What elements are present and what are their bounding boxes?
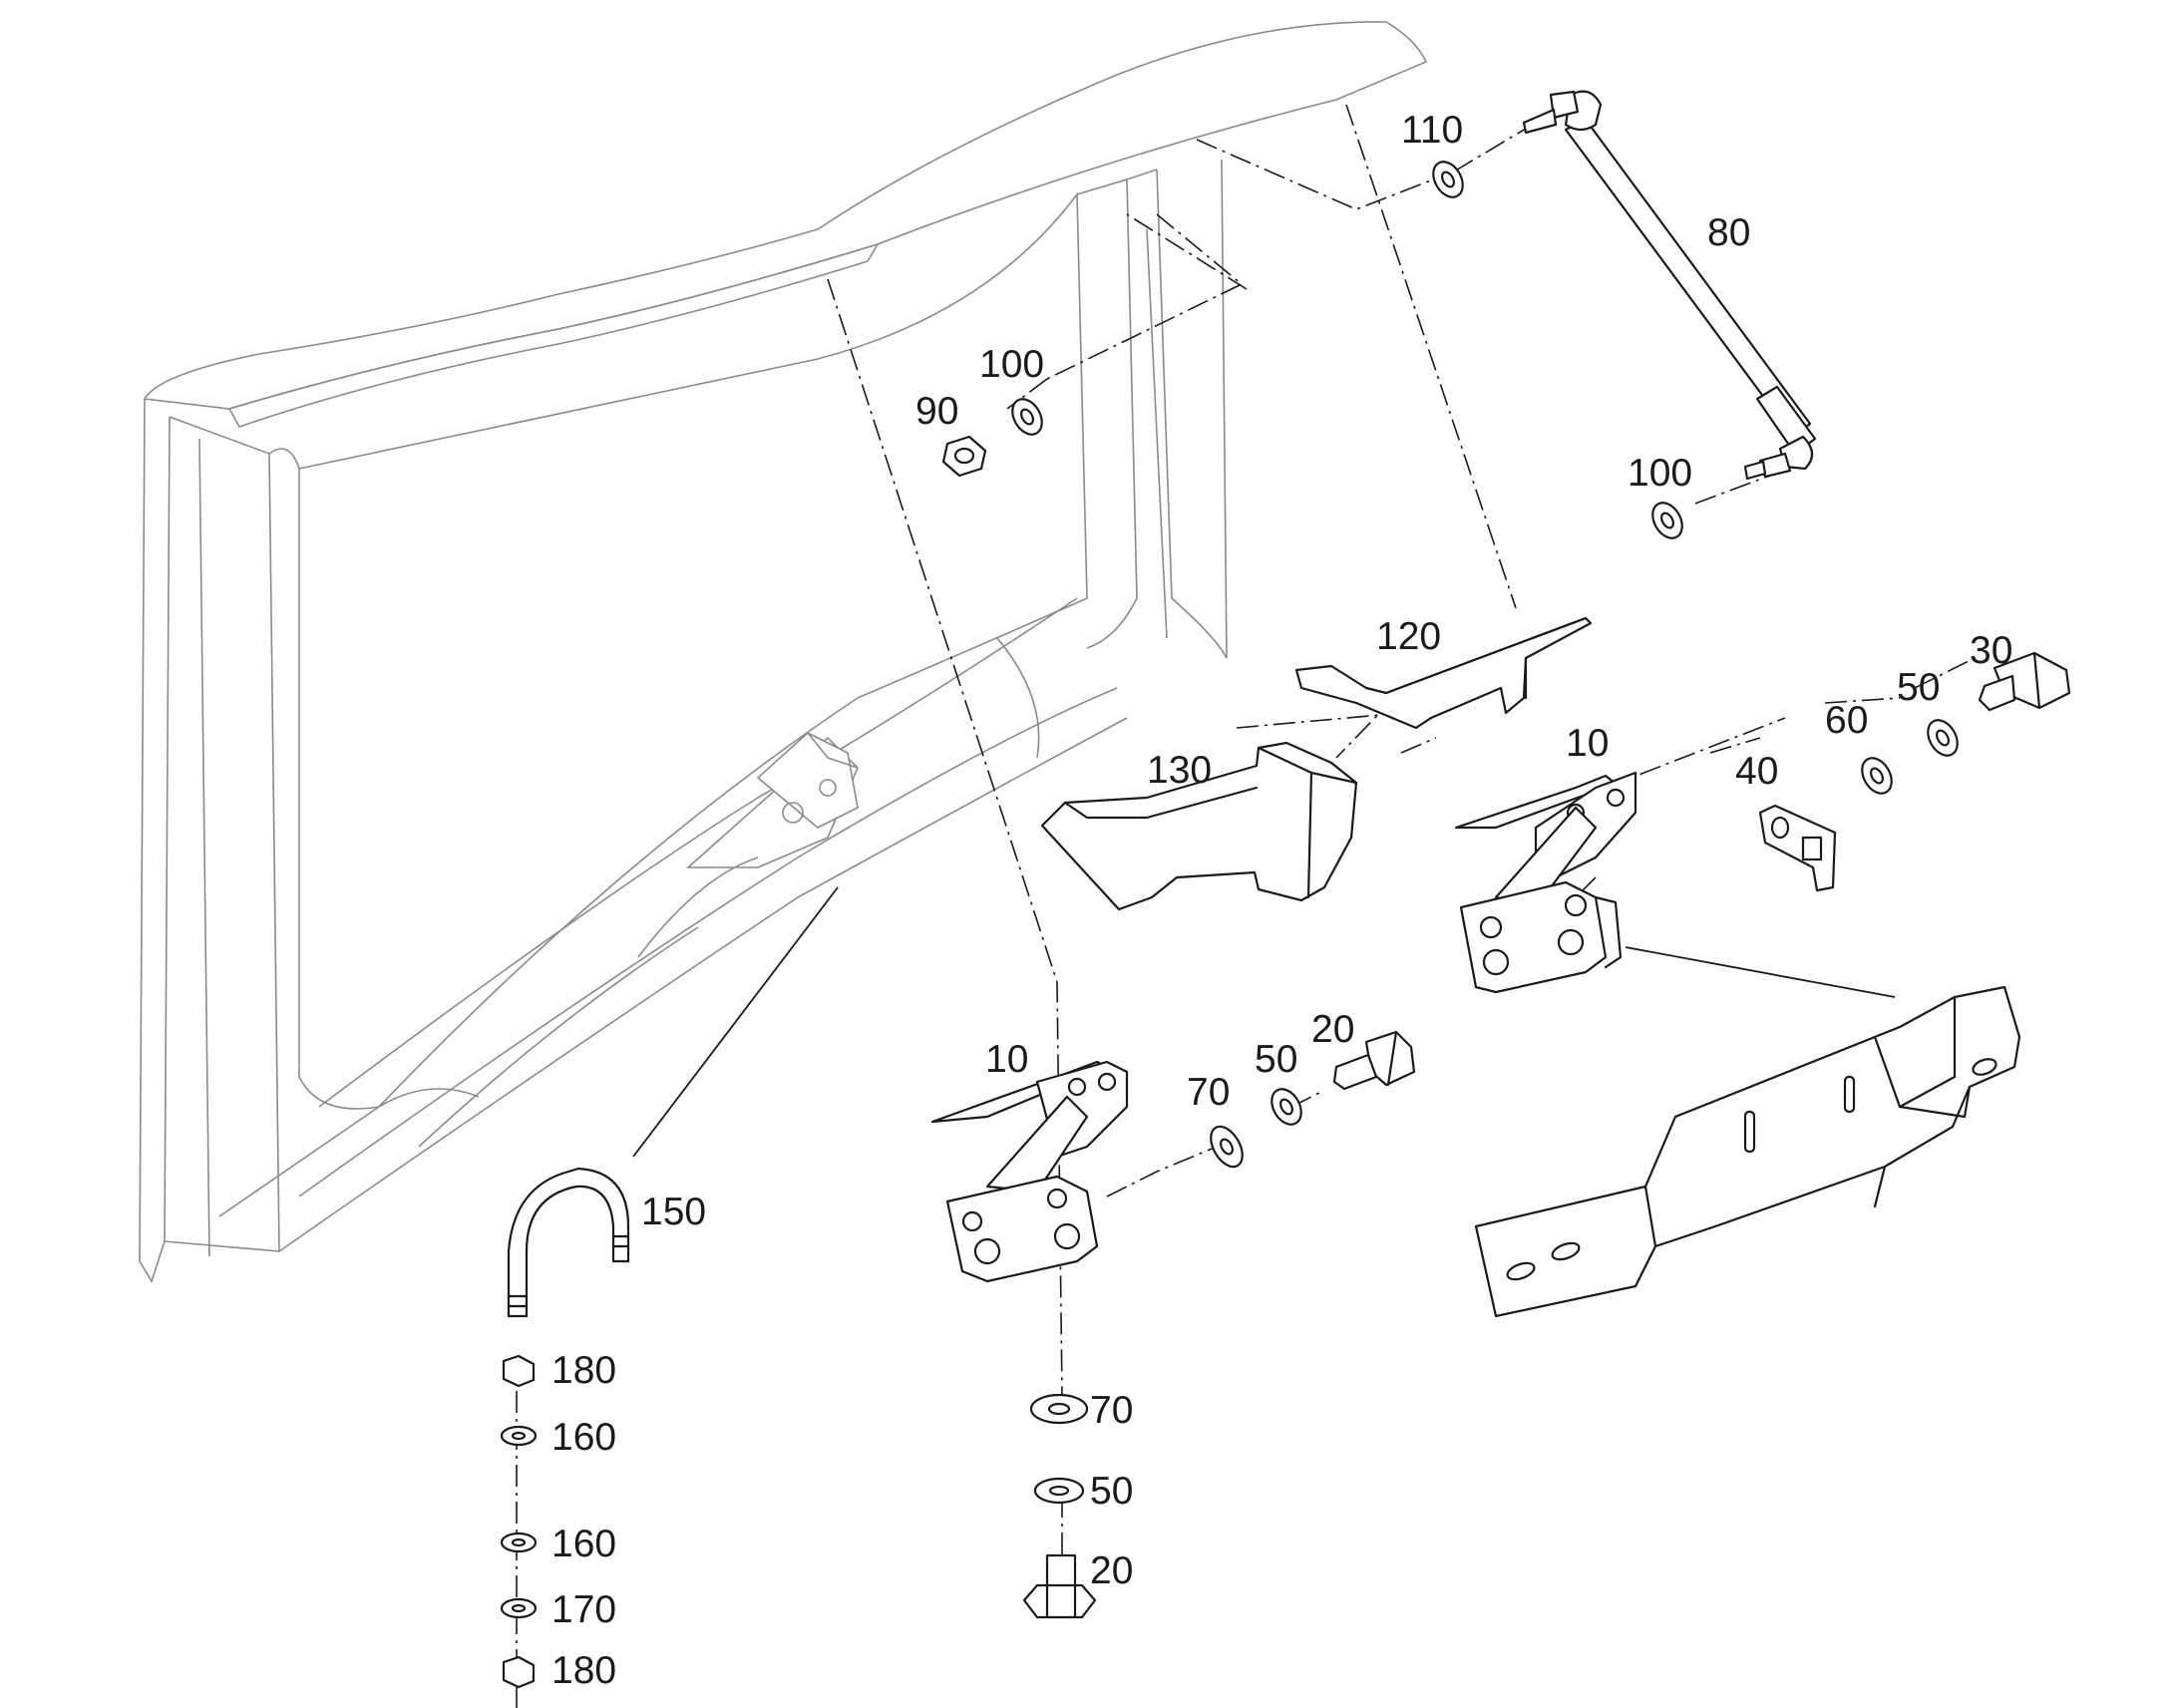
bolt-20-top — [1332, 1030, 1416, 1091]
washer-60 — [1861, 757, 1893, 795]
callout-100-right: 100 — [1628, 452, 1692, 495]
callout-130: 130 — [1147, 749, 1212, 792]
nut-180-top — [502, 1354, 536, 1388]
washer-160-bottom — [500, 1532, 538, 1553]
plate-40 — [1758, 804, 1837, 892]
nut-180-bottom — [502, 1655, 536, 1689]
washer-170 — [500, 1597, 538, 1619]
callout-110: 110 — [1401, 109, 1463, 152]
callout-40: 40 — [1735, 750, 1778, 793]
washer-50-mid — [1271, 1088, 1302, 1126]
callout-10-center: 10 — [985, 1038, 1028, 1081]
block-130 — [1040, 741, 1358, 911]
callout-80: 80 — [1707, 211, 1750, 254]
callout-180-top: 180 — [551, 1349, 616, 1392]
callout-50-mid: 50 — [1255, 1038, 1297, 1081]
washer-50-bottom — [1033, 1477, 1085, 1505]
bracket-120 — [1294, 616, 1593, 730]
mounting-bracket — [1474, 946, 2021, 1318]
callouts: 110 80 100 90 100 120 30 50 60 10 40 130… — [551, 109, 2012, 1692]
hinge-10-center — [930, 1060, 1129, 1283]
callout-60: 60 — [1825, 699, 1868, 742]
washer-100-right — [1651, 502, 1683, 539]
nut-90 — [941, 435, 987, 478]
washer-70-mid — [1210, 1125, 1244, 1169]
bolt-20-bottom — [1022, 1553, 1097, 1619]
callout-120: 120 — [1376, 615, 1441, 658]
window-frame — [139, 21, 1428, 1283]
callout-160-bottom: 160 — [551, 1523, 616, 1565]
callout-30: 30 — [1970, 629, 2012, 672]
callout-170: 170 — [551, 1588, 616, 1631]
assembly-lines — [516, 104, 1976, 1708]
callout-20-top: 20 — [1311, 1008, 1354, 1051]
callout-100-top: 100 — [979, 343, 1044, 386]
washer-160-top — [500, 1425, 538, 1447]
washer-70-bottom — [1029, 1393, 1089, 1425]
bolt-30 — [1978, 651, 2071, 712]
washer-50-right — [1927, 719, 1959, 757]
washer-110 — [1432, 161, 1464, 198]
callout-20-bottom: 20 — [1090, 1549, 1133, 1592]
callout-50-bottom: 50 — [1090, 1470, 1133, 1513]
callout-10-right: 10 — [1566, 722, 1609, 765]
callout-50-right: 50 — [1897, 666, 1940, 709]
gas-strut — [1522, 90, 1817, 481]
callout-150: 150 — [641, 1191, 706, 1233]
callout-160-top: 160 — [551, 1416, 616, 1459]
callout-180-bottom: 180 — [551, 1649, 616, 1692]
u-bolt-150 — [507, 886, 839, 1318]
hinge-10-right — [1454, 771, 1637, 994]
washer-100-top — [1011, 398, 1043, 436]
callout-90: 90 — [915, 390, 958, 433]
callout-70-mid: 70 — [1187, 1071, 1230, 1114]
callout-70-bottom: 70 — [1090, 1389, 1133, 1432]
